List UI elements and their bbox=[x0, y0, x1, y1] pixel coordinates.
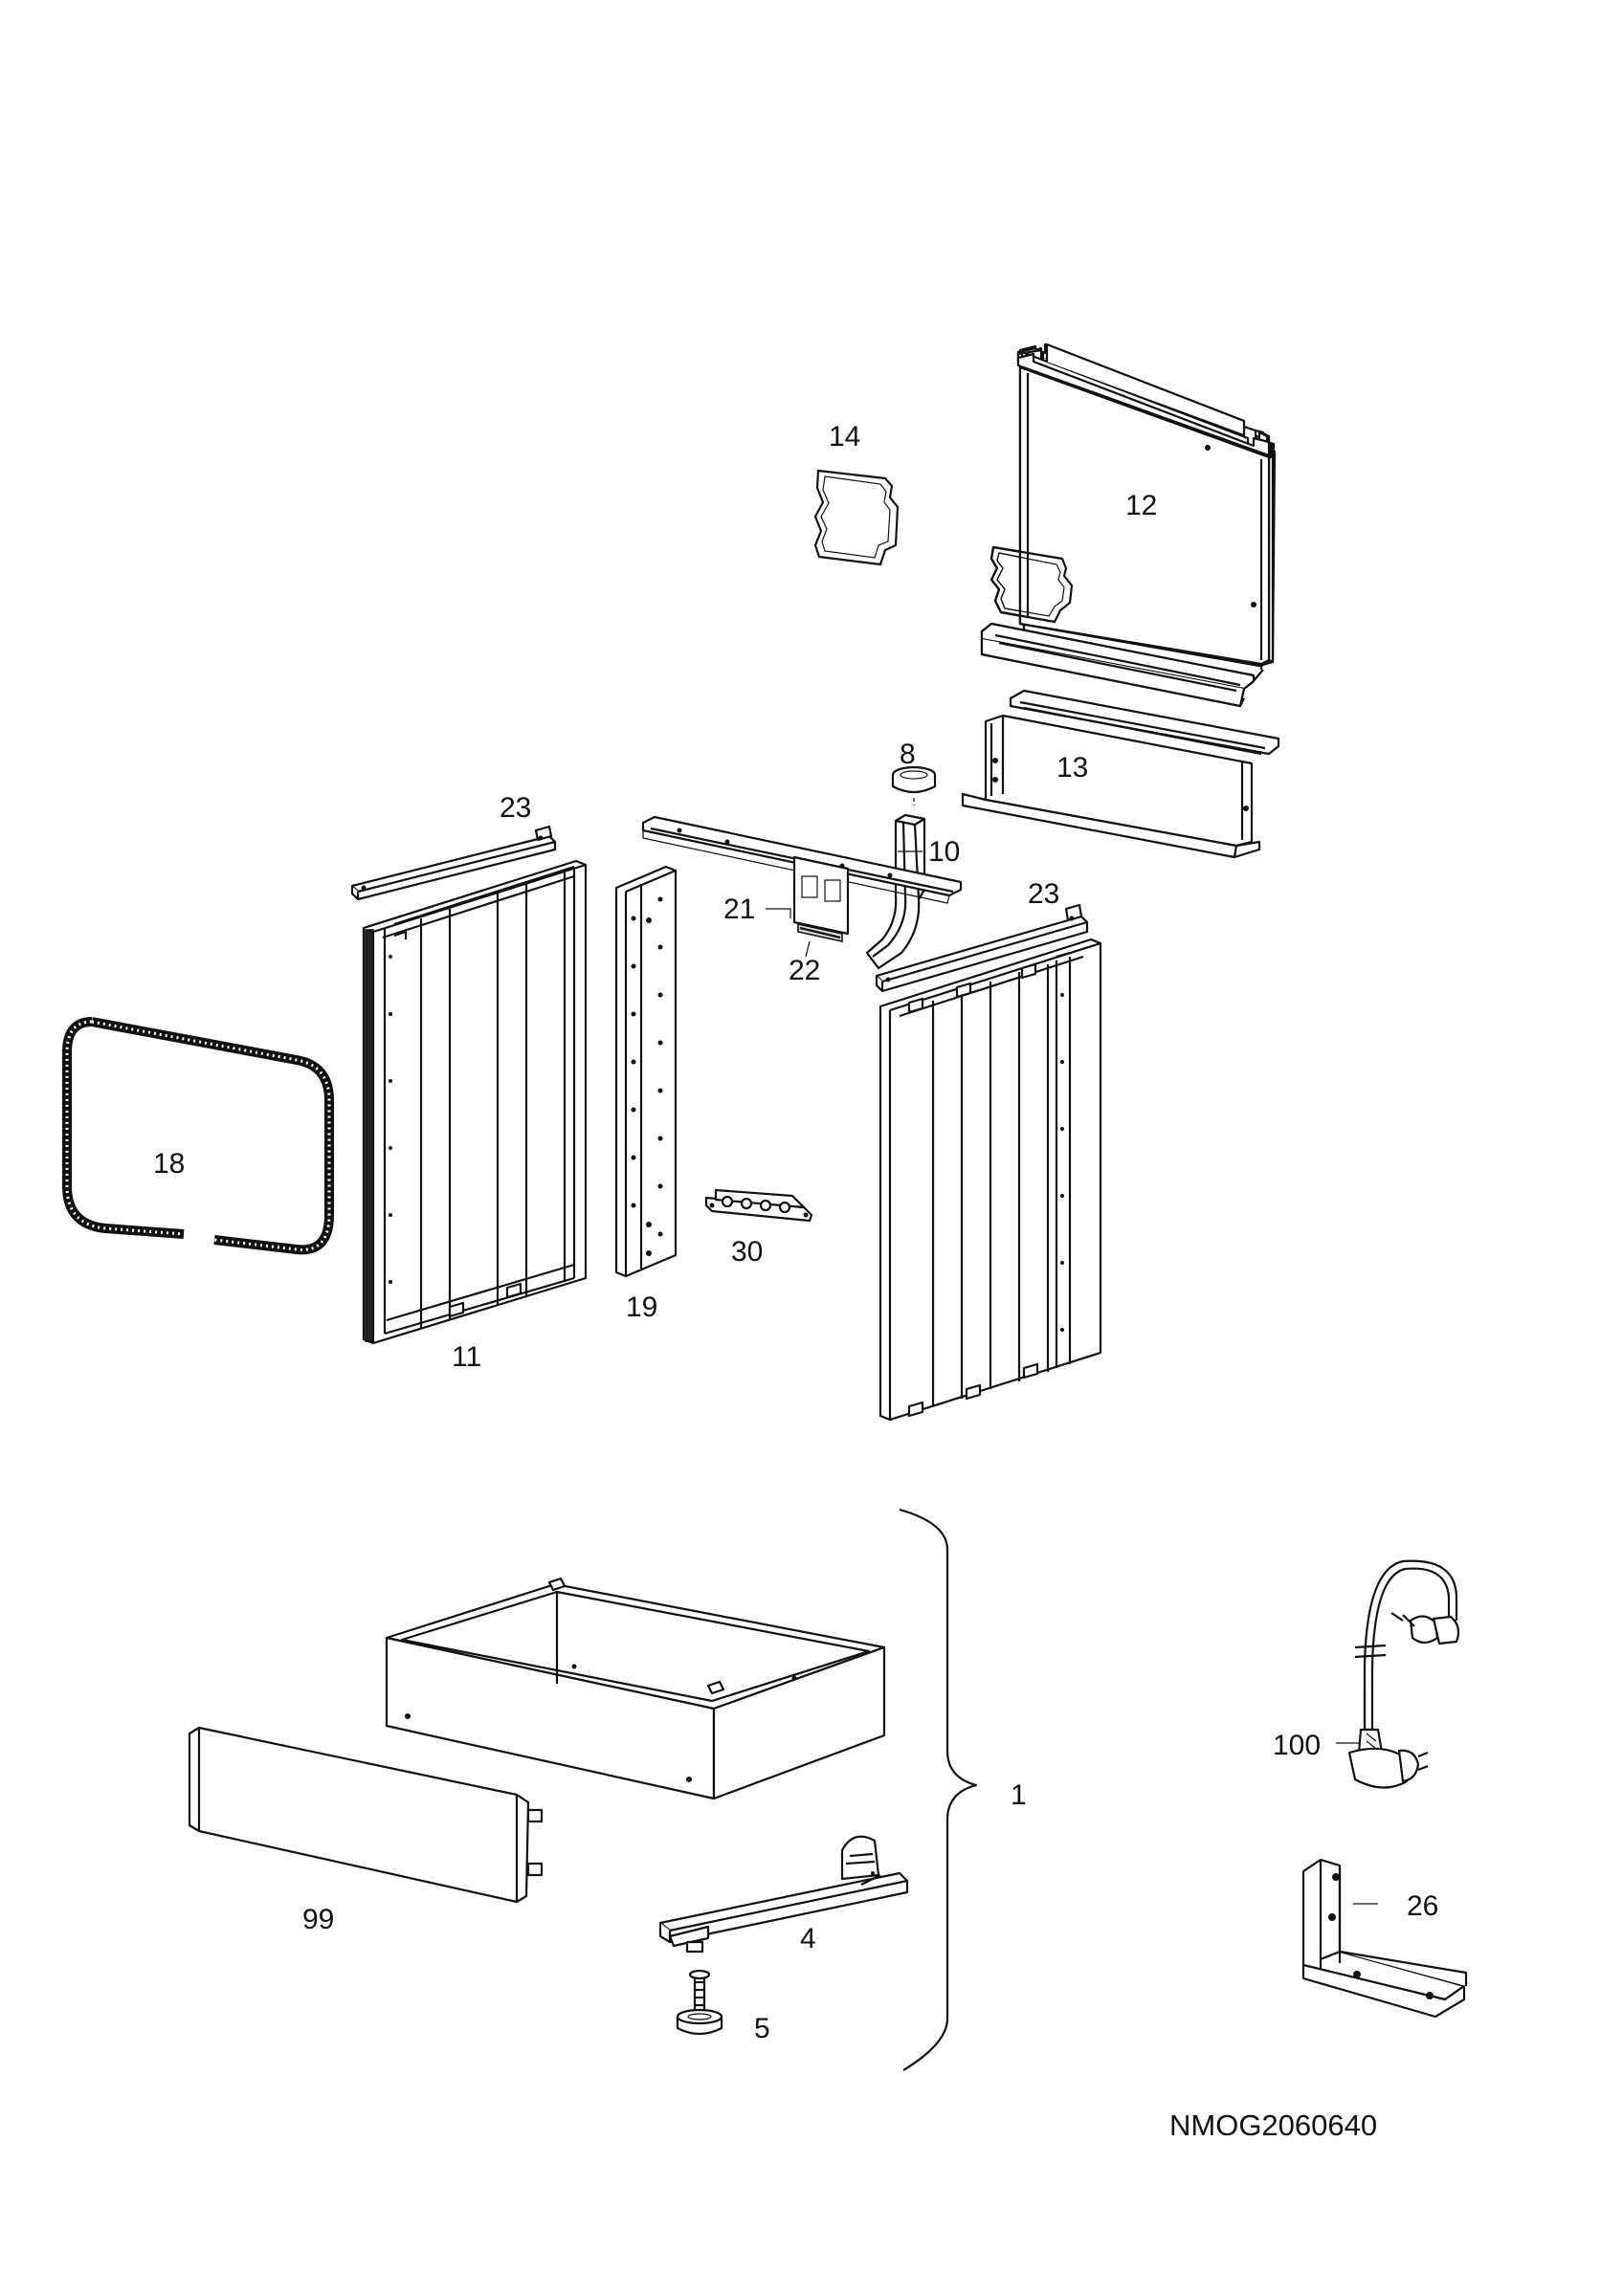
label-13: 13 bbox=[1056, 752, 1088, 784]
label-11: 11 bbox=[452, 1341, 481, 1373]
rail-part-23a[interactable] bbox=[350, 825, 557, 901]
label-1: 1 bbox=[1011, 1779, 1027, 1811]
side-panel-part-11[interactable] bbox=[362, 859, 588, 1345]
bushing-part-8[interactable] bbox=[891, 765, 937, 806]
label-30: 30 bbox=[731, 1236, 763, 1268]
power-cable-part-100[interactable] bbox=[1347, 1559, 1460, 1789]
label-10: 10 bbox=[928, 836, 960, 868]
angle-bracket-part-26[interactable] bbox=[1301, 1858, 1468, 2019]
label-12: 12 bbox=[1125, 490, 1157, 521]
drawing-code: NMOG2060640 bbox=[1169, 2108, 1377, 2142]
drawer-front-part-99[interactable] bbox=[188, 1726, 544, 1904]
rail-part-23b[interactable] bbox=[875, 903, 1089, 993]
rear-channel-part-13[interactable] bbox=[961, 689, 1280, 859]
label-21: 21 bbox=[723, 894, 755, 925]
door-seal-part-18[interactable] bbox=[62, 1017, 334, 1255]
label-5: 5 bbox=[754, 2013, 770, 2044]
label-26: 26 bbox=[1407, 1890, 1438, 1922]
label-19: 19 bbox=[626, 1292, 657, 1323]
runner-part-4[interactable] bbox=[658, 1835, 909, 1954]
bracket-part-22[interactable] bbox=[792, 855, 850, 942]
rear-panel-main bbox=[980, 342, 1271, 708]
plinth-frame[interactable] bbox=[385, 1577, 886, 1800]
gasket-part-14[interactable] bbox=[813, 469, 900, 566]
label-8: 8 bbox=[900, 739, 916, 770]
front-post-part-19[interactable] bbox=[614, 865, 678, 1278]
label-4: 4 bbox=[800, 1923, 816, 1954]
label-100: 100 bbox=[1273, 1730, 1321, 1761]
label-23b: 23 bbox=[1028, 878, 1059, 910]
assembly-brace bbox=[899, 1508, 978, 2071]
foot-part-5[interactable] bbox=[676, 1969, 723, 2036]
label-23a: 23 bbox=[500, 792, 531, 824]
label-22: 22 bbox=[789, 955, 820, 986]
connector-strip-part-30[interactable] bbox=[704, 1188, 813, 1223]
side-panel-right[interactable] bbox=[878, 938, 1102, 1422]
label-18: 18 bbox=[153, 1148, 185, 1180]
label-99: 99 bbox=[302, 1904, 334, 1935]
leader-lines bbox=[766, 850, 1378, 1905]
label-14: 14 bbox=[829, 421, 860, 453]
duct-part-10[interactable] bbox=[865, 813, 926, 970]
